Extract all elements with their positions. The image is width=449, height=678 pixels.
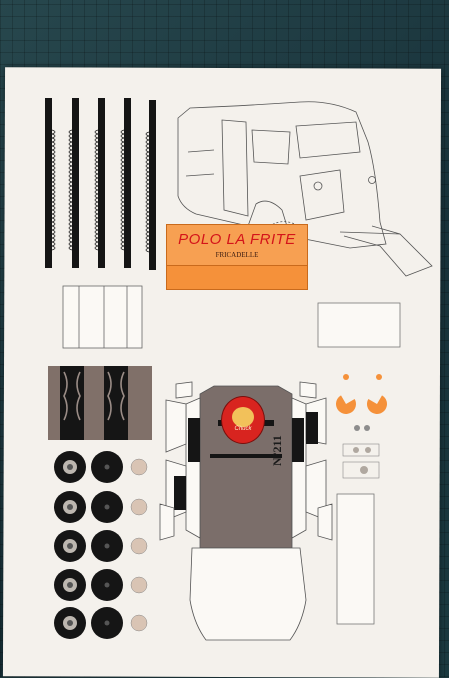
- axle-strip: [45, 98, 56, 268]
- axle-strip: [94, 98, 105, 268]
- side-panel-template: [62, 285, 143, 349]
- small-parts: [336, 374, 387, 479]
- logo-text: Chuck: [234, 426, 252, 432]
- long-strip-part: [336, 493, 375, 625]
- van-number-plate: N°211: [270, 435, 284, 467]
- banner-title: POLO LA FRITE: [178, 231, 296, 248]
- axle-strip: [68, 98, 79, 268]
- wheel-row: [54, 451, 148, 483]
- axle-strip: [145, 100, 156, 270]
- mascot-face: [232, 407, 254, 427]
- axle-strip: [120, 98, 131, 268]
- wheel-row: [54, 569, 148, 601]
- wheel-row: [54, 530, 148, 562]
- mascot-logo: Chuck: [221, 396, 265, 444]
- wheel-row: [54, 491, 148, 523]
- axle-strips: [45, 98, 156, 270]
- banner-top-panel: [167, 225, 307, 266]
- food-truck-banner: POLO LA FRITE FRICADELLE: [166, 224, 308, 290]
- chassis-part: [48, 366, 152, 440]
- blank-panel: [317, 302, 401, 348]
- wheel-set: [54, 451, 148, 639]
- wheel-row: [54, 607, 148, 639]
- banner-subtitle: FRICADELLE: [215, 251, 259, 259]
